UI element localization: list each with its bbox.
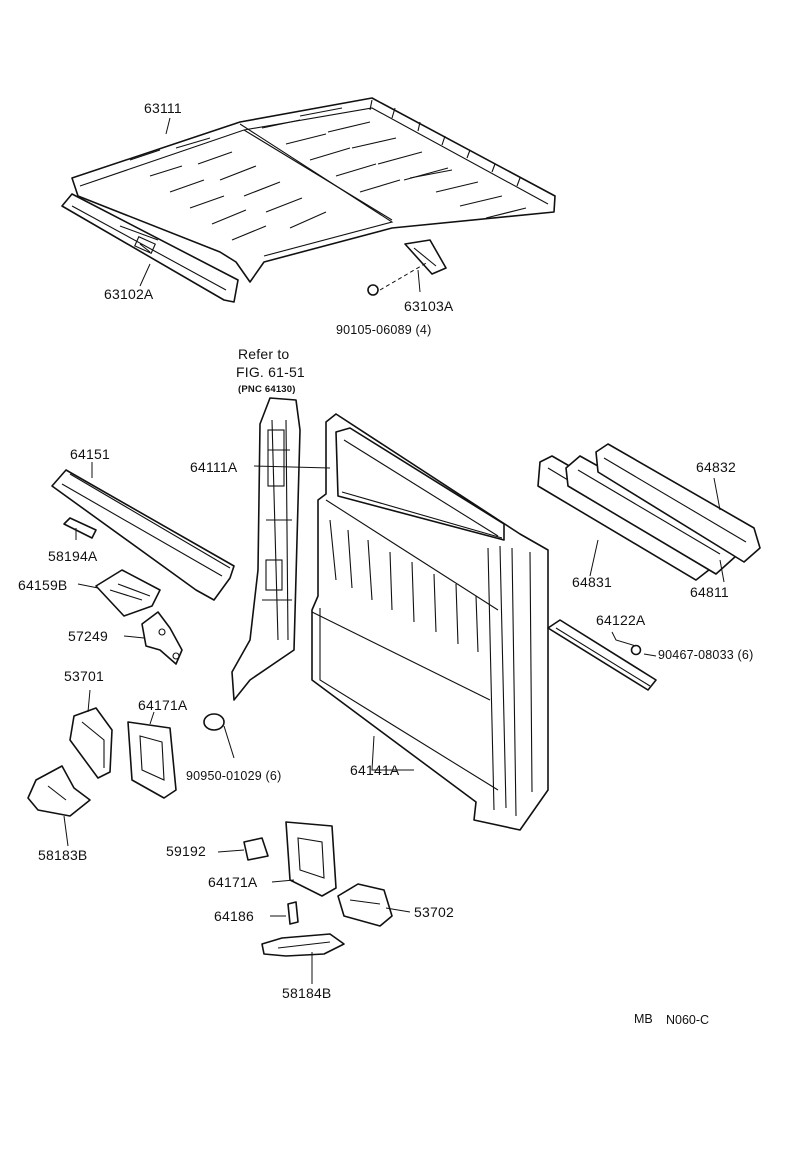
plug-90950: [203, 713, 235, 759]
bracket-53701: [69, 707, 113, 779]
label-58183B: 58183B: [38, 847, 88, 863]
label-57249: 57249: [68, 628, 108, 644]
label-53701: 53701: [64, 668, 104, 684]
bracket-57249: [141, 611, 183, 665]
label-refer-to: Refer to: [238, 346, 290, 362]
clip-64186: [287, 901, 299, 925]
label-64171A-upper: 64171A: [138, 697, 188, 713]
label-58184B: 58184B: [282, 985, 332, 1001]
label-64171A-lower: 64171A: [208, 874, 258, 890]
label-58194A: 58194A: [48, 548, 98, 564]
label-64832: 64832: [696, 459, 736, 475]
label-64151: 64151: [70, 446, 110, 462]
bracket-53702: [337, 883, 393, 927]
label-90950-01029: 90950-01029 (6): [186, 769, 282, 783]
lower-rail-64122A: [547, 619, 657, 691]
label-53702: 53702: [414, 904, 454, 920]
label-63111: 63111: [144, 100, 182, 116]
extension-58184B: [261, 933, 345, 957]
bracket-58194A: [63, 517, 97, 539]
label-90467-08033: 90467-08033 (6): [658, 648, 754, 662]
extension-58183B: [27, 765, 91, 817]
label-64831: 64831: [572, 574, 612, 590]
roof-rear-rail-63103A: [367, 239, 447, 296]
label-59192: 59192: [166, 843, 206, 859]
footer-code-n060c: N060-C: [666, 1013, 710, 1027]
reinforcement-64159B: [95, 569, 161, 617]
label-64141A: 64141A: [350, 762, 400, 778]
label-63102A: 63102A: [104, 286, 154, 302]
bracket-59192: [243, 837, 269, 861]
leader-lines: [63, 117, 725, 984]
label-64111A: 64111A: [190, 459, 238, 475]
label-64122A: 64122A: [596, 612, 646, 628]
label-64159B: 64159B: [18, 577, 68, 593]
header-panel-64151: [51, 469, 235, 601]
front-header-63102A: [61, 193, 239, 303]
weatherstrip-64832: [595, 443, 761, 563]
label-63103A: 63103A: [404, 298, 454, 314]
roof-panel-63111: [71, 97, 556, 283]
back-pillar-64111A: [231, 397, 301, 701]
label-pnc-64130: (PNC 64130): [238, 384, 296, 395]
label-64811: 64811: [690, 584, 729, 600]
footer-code-mb: MB: [634, 1012, 653, 1026]
wheelhouse-cover-64171A-upper: [127, 721, 177, 799]
wheelhouse-cover-64171A-lower: [285, 821, 337, 897]
label-fig-61-51: FIG. 61-51: [236, 364, 305, 380]
back-panel-64141A: [311, 413, 549, 831]
label-90105-06089: 90105-06089 (4): [336, 323, 432, 337]
label-64186: 64186: [214, 908, 254, 924]
